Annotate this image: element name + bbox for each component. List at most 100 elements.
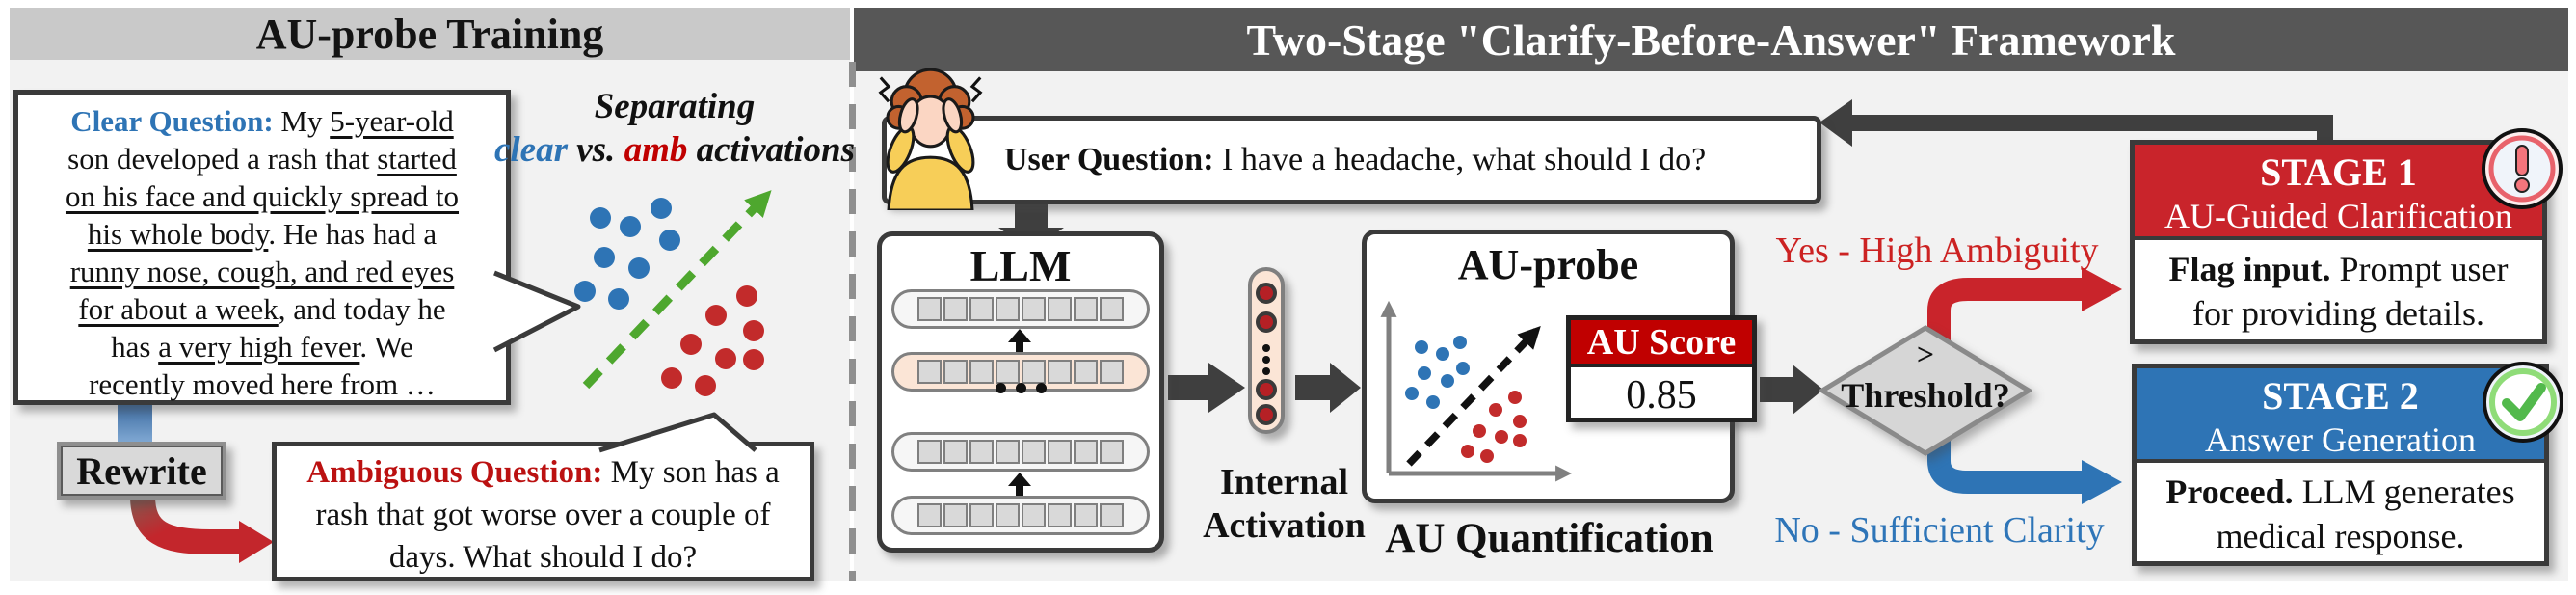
llm-hidden-unit	[1100, 297, 1124, 321]
llm-hidden-unit	[1074, 297, 1098, 321]
training-scatter-plot	[540, 164, 858, 405]
user-question-box: User Question: I have a headache, what s…	[882, 116, 1821, 204]
yes-branch-label: Yes - High Ambiguity	[1775, 230, 2099, 271]
activation-dot	[1256, 283, 1277, 304]
activation-dot	[1256, 404, 1277, 425]
llm-hidden-unit	[1022, 360, 1046, 384]
llm-hidden-unit	[1074, 360, 1098, 384]
scatter-dot	[1426, 395, 1440, 409]
llm-hidden-unit	[943, 297, 968, 321]
llm-hidden-unit	[996, 440, 1020, 464]
llm-hidden-unit	[1022, 297, 1046, 321]
scatter-dot	[1489, 403, 1502, 417]
llm-hidden-unit	[943, 360, 968, 384]
llm-hidden-unit	[1048, 297, 1072, 321]
stage1-box: STAGE 1 AU-Guided Clarification Flag inp…	[2130, 140, 2547, 344]
llm-hidden-unit	[943, 503, 968, 527]
stage2-title: STAGE 2	[2262, 374, 2419, 418]
llm-hidden-unit	[1100, 440, 1124, 464]
llm-hidden-unit	[1100, 503, 1124, 527]
scatter-dot	[1441, 374, 1454, 388]
llm-hidden-unit	[1022, 440, 1046, 464]
stage1-header: STAGE 1 AU-Guided Clarification	[2135, 145, 2542, 240]
scatter-dot	[574, 281, 596, 302]
llm-hidden-unit	[969, 360, 994, 384]
au-probe-title: AU-probe	[1457, 241, 1639, 288]
au-score-box: AU Score 0.85	[1566, 315, 1757, 422]
scatter-dot	[1513, 415, 1527, 428]
llm-hidden-unit	[1100, 360, 1124, 384]
activation-dot	[1256, 311, 1277, 333]
scatter-dot	[1418, 366, 1431, 380]
rewrite-button: Rewrite	[57, 442, 226, 500]
scatter-dot	[680, 334, 702, 355]
scatter-dot	[608, 288, 629, 310]
scatter-dot	[651, 198, 672, 219]
au-probe-scatter	[1367, 234, 1730, 499]
stage1-title: STAGE 1	[2260, 150, 2417, 194]
right-panel-title: Two-Stage "Clarify-Before-Answer" Framew…	[854, 8, 2568, 71]
llm-hidden-unit	[969, 297, 994, 321]
threshold-operator: >	[1916, 337, 1935, 371]
llm-layer-rows	[882, 236, 1159, 548]
scatter-dot	[594, 247, 615, 268]
activation-ellipsis-dot	[1262, 344, 1270, 352]
scatter-dot	[695, 375, 716, 396]
internal-activation-label: Internal Activation	[1203, 462, 1366, 546]
llm-hidden-unit	[917, 503, 942, 527]
llm-layer	[891, 496, 1150, 535]
au-quantification-label: AU Quantification	[1385, 516, 1713, 561]
scatter-dot	[705, 305, 727, 326]
llm-hidden-unit	[969, 440, 994, 464]
scatter-dot	[1495, 430, 1508, 444]
scatter-dot	[1456, 362, 1470, 375]
llm-hidden-unit	[1074, 440, 1098, 464]
scatter-dot	[628, 257, 650, 279]
llm-hidden-unit	[1074, 503, 1098, 527]
scatter-dot	[1415, 340, 1428, 354]
llm-hidden-unit	[943, 440, 968, 464]
llm-layer-highlighted	[891, 352, 1150, 392]
llm-hidden-unit	[1048, 360, 1072, 384]
scatter-dot	[1480, 449, 1494, 463]
au-score-value: 0.85	[1626, 372, 1697, 418]
llm-box: LLM	[877, 231, 1164, 553]
llm-layer	[891, 432, 1150, 472]
llm-hidden-unit	[996, 503, 1020, 527]
activation-dot	[1256, 379, 1277, 400]
au-score-label: AU Score	[1571, 320, 1752, 367]
activation-ellipsis-dot	[1262, 356, 1270, 364]
scatter-dot	[743, 320, 764, 341]
llm-hidden-unit	[917, 360, 942, 384]
scatter-dot	[736, 285, 757, 307]
scatter-dot	[659, 230, 680, 251]
llm-more-layers-ellipsis	[882, 383, 1159, 396]
llm-hidden-unit	[1048, 503, 1072, 527]
stage2-header: STAGE 2 Answer Generation	[2137, 368, 2544, 463]
scatter-dot	[1461, 445, 1474, 458]
scatter-dot	[1436, 347, 1449, 361]
stage2-subtitle: Answer Generation	[2205, 420, 2476, 459]
scatter-dot	[715, 348, 736, 369]
llm-hidden-unit	[1048, 440, 1072, 464]
left-panel-title: AU-probe Training	[10, 8, 850, 60]
internal-activation-vector	[1248, 267, 1285, 434]
threshold-label: Threshold?	[1841, 376, 2010, 415]
scatter-dot	[661, 367, 682, 389]
scatter-dot	[1513, 434, 1527, 447]
panel-divider	[849, 62, 856, 581]
user-question-text: User Question: I have a headache, what s…	[1004, 142, 1707, 177]
llm-title: LLM	[969, 241, 1072, 290]
stage1-subtitle: AU-Guided Clarification	[2164, 197, 2512, 235]
scatter-dot	[1453, 336, 1467, 349]
no-branch-label: No - Sufficient Clarity	[1774, 510, 2105, 551]
llm-hidden-unit	[917, 440, 942, 464]
llm-hidden-unit	[917, 297, 942, 321]
scatter-dot	[590, 207, 611, 229]
